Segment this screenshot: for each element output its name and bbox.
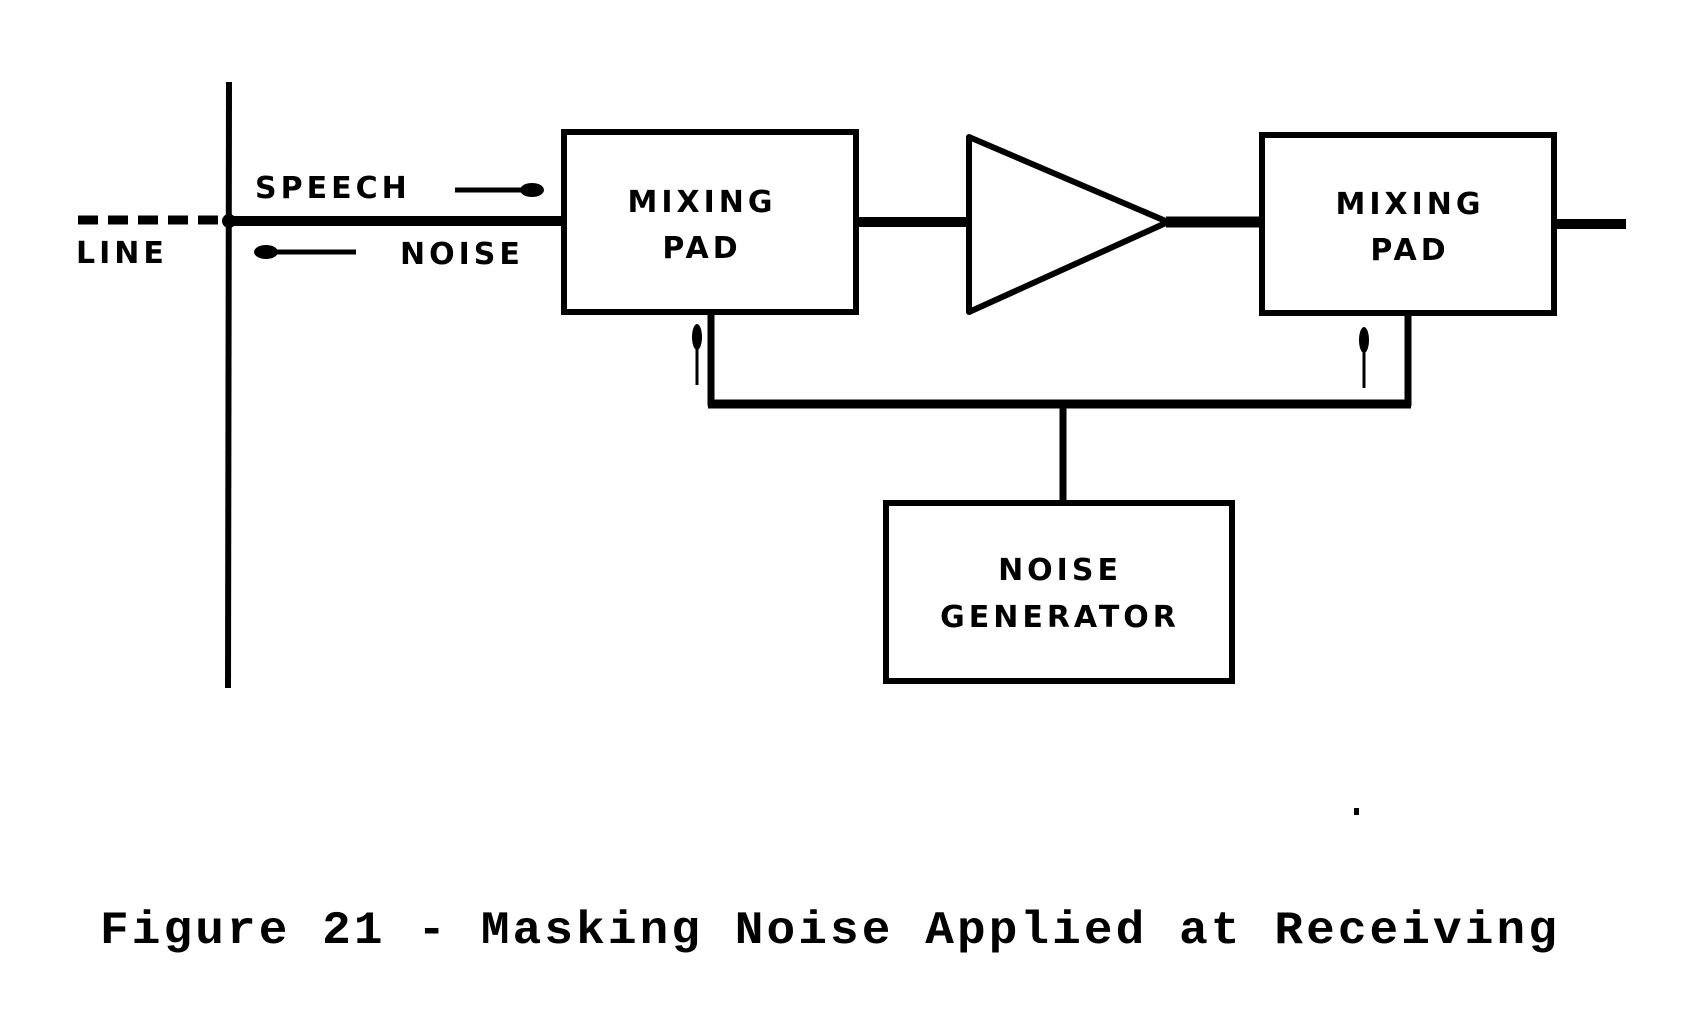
noise-inject-arrow-1-icon [692,324,702,385]
mixing-pad-2-line1: MIXING [1335,187,1484,222]
mixing-pad-1-block: MIXING PAD [561,129,859,315]
line-boundary-vertical [225,81,232,689]
noise-bus [707,312,1412,505]
noise-label: NOISE [400,237,524,272]
speech-arrow-right-icon [455,183,544,197]
mixing-pad-1-line1: MIXING [627,185,776,220]
mixing-pad-1-line2: PAD [662,231,741,266]
amplifier-triangle-icon [966,134,1171,315]
mixing-pad-2-block: MIXING PAD [1259,132,1557,316]
mixing-pad-2-line2: PAD [1370,233,1449,268]
noise-inject-arrow-2-icon [1359,327,1369,388]
speech-label: SPEECH [255,171,411,206]
noise-generator-line1: NOISE [998,553,1122,588]
noise-generator-block: NOISE GENERATOR [883,500,1235,684]
figure-caption: Figure 21 - Masking Noise Applied at Rec… [100,905,1560,957]
junction-dot [222,214,236,228]
line-label: LINE [76,236,168,271]
scan-speck [1354,808,1359,815]
noise-generator-line2: GENERATOR [940,600,1180,635]
noise-arrow-left-icon [254,245,356,259]
